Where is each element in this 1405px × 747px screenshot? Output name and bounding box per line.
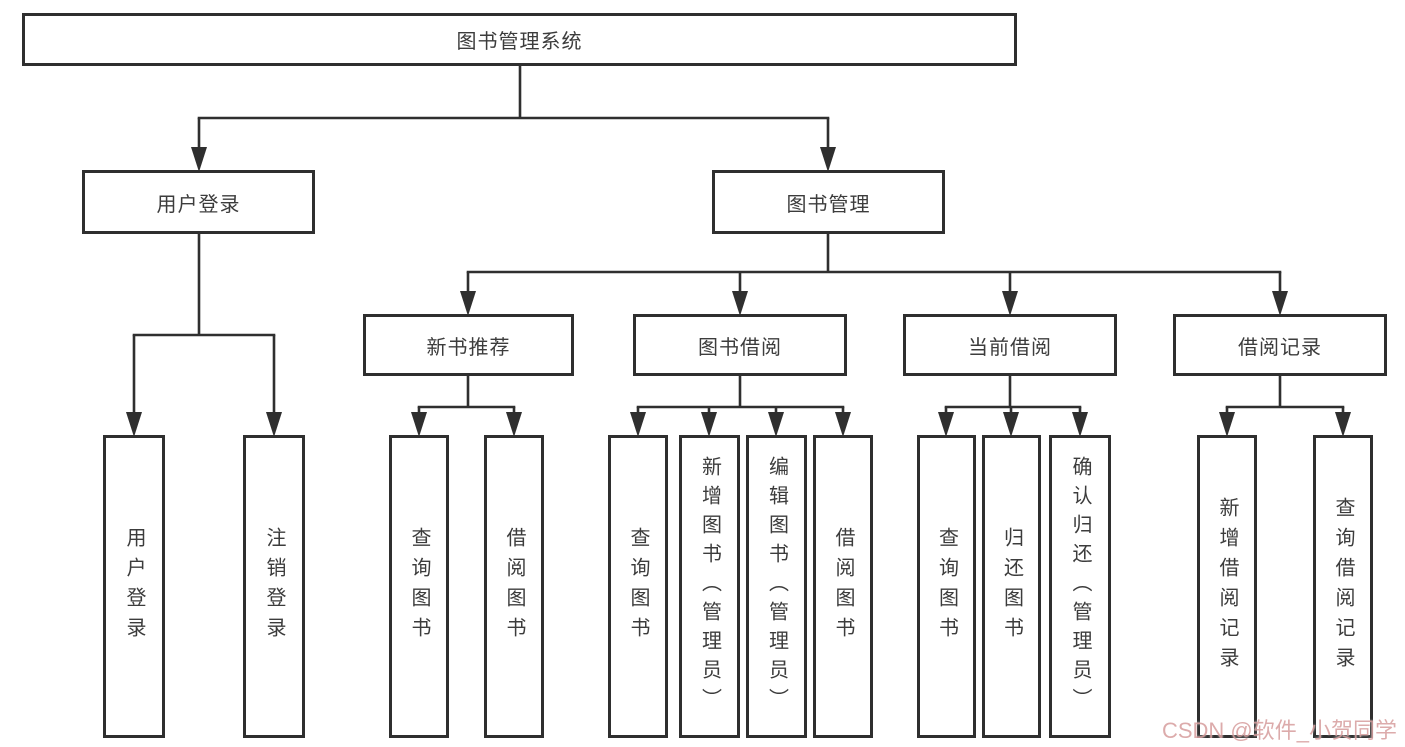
node-leaf-logout: 注销登录 (243, 435, 305, 738)
node-current-borrow-label: 当前借阅 (968, 336, 1052, 359)
node-borrow-records-label: 借阅记录 (1238, 336, 1322, 359)
node-leaf-query-book-1-label: 查询图书 (408, 526, 430, 647)
node-leaf-query-book-1: 查询图书 (389, 435, 449, 738)
node-user-login-label: 用户登录 (156, 193, 241, 216)
node-leaf-edit-book-admin: 编辑图书（管理员） (746, 435, 807, 738)
node-new-book-recommend: 新书推荐 (363, 314, 574, 376)
node-leaf-edit-book-admin-label: 编辑图书（管理员） (765, 456, 788, 717)
node-leaf-query-borrow-record-label: 查询借阅记录 (1332, 496, 1354, 677)
node-leaf-return-book-label: 归还图书 (1000, 526, 1023, 647)
node-root: 图书管理系统 (22, 13, 1017, 66)
node-leaf-add-book-admin: 新增图书（管理员） (679, 435, 740, 738)
node-book-management: 图书管理 (712, 170, 945, 234)
node-current-borrow: 当前借阅 (903, 314, 1117, 376)
node-leaf-query-book-2: 查询图书 (608, 435, 668, 738)
csdn-watermark: CSDN @软件_小贺同学 (1161, 718, 1397, 743)
node-root-label: 图书管理系统 (456, 31, 583, 53)
node-leaf-confirm-return-admin-label: 确认归还（管理员） (1069, 456, 1091, 717)
node-leaf-user-login: 用户登录 (103, 435, 165, 738)
node-leaf-borrow-book-1-label: 借阅图书 (503, 526, 525, 647)
node-leaf-borrow-book-2: 借阅图书 (813, 435, 873, 738)
node-leaf-logout-label: 注销登录 (263, 526, 285, 647)
node-leaf-query-book-3-label: 查询图书 (935, 526, 958, 647)
node-book-borrow-label: 图书借阅 (698, 336, 782, 359)
node-leaf-borrow-book-1: 借阅图书 (484, 435, 544, 738)
node-leaf-query-book-3: 查询图书 (917, 435, 976, 738)
arrowheads (126, 147, 1351, 437)
node-leaf-query-book-2-label: 查询图书 (627, 526, 649, 647)
node-leaf-add-borrow-record-label: 新增借阅记录 (1216, 496, 1238, 677)
node-leaf-query-borrow-record: 查询借阅记录 (1313, 435, 1373, 738)
node-leaf-add-book-admin-label: 新增图书（管理员） (698, 456, 721, 717)
node-borrow-records: 借阅记录 (1173, 314, 1387, 376)
node-book-management-label: 图书管理 (786, 193, 871, 216)
node-leaf-add-borrow-record: 新增借阅记录 (1197, 435, 1257, 738)
node-new-book-recommend-label: 新书推荐 (426, 336, 511, 359)
node-leaf-confirm-return-admin: 确认归还（管理员） (1049, 435, 1111, 738)
node-leaf-user-login-label: 用户登录 (123, 526, 145, 647)
node-leaf-borrow-book-2-label: 借阅图书 (832, 526, 854, 647)
node-user-login: 用户登录 (82, 170, 315, 234)
node-leaf-return-book: 归还图书 (982, 435, 1041, 738)
node-book-borrow: 图书借阅 (633, 314, 847, 376)
